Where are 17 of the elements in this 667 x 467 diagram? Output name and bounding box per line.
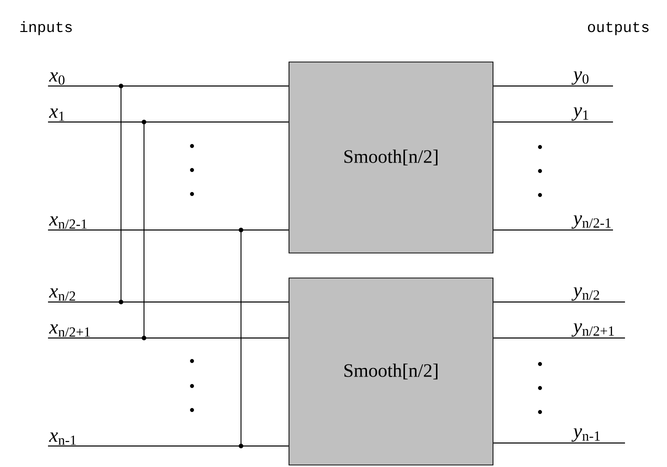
heading: outputs [588,22,649,36]
signal-label: x$_{n/2+1}$ [48,324,90,337]
signal-label: y$_{0}$ [572,71,588,85]
signal-wire [492,442,626,444]
heading: inputs [20,21,72,36]
process-box: Smooth[n/2] [288,278,494,466]
signal-label: x$_{n-1}$ [48,432,76,445]
signal-label: x$_{1}$ [48,108,64,121]
signal-label: x$_{n/2-1}$ [48,216,87,229]
signal-label: y$_{n/2+1}$ [572,323,614,337]
signal-label: x$_{n/2}$ [48,288,76,301]
process-box: Smooth[n/2] [288,62,494,254]
signal-label: y$_{n/2}$ [572,287,600,301]
signal-label: y$_{1}$ [572,107,588,121]
signal-label: x$_{0}$ [48,72,64,85]
signal-label: y$_{n/2-1}$ [572,215,611,229]
signal-label: y$_{n-1}$ [572,428,600,442]
